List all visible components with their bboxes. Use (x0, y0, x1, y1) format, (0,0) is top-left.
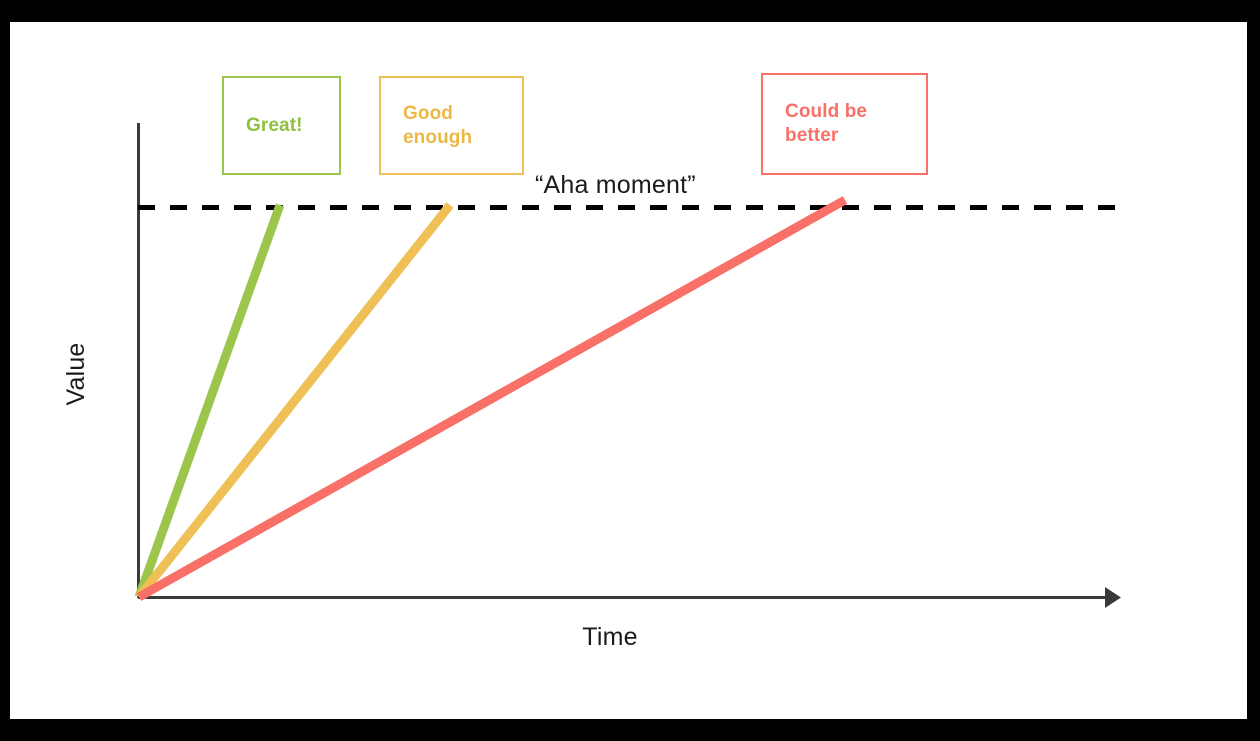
y-axis-title: Value (62, 342, 90, 406)
x-axis-title: Time (582, 623, 638, 651)
series-line-great (134, 203, 285, 599)
callout-box-could-be-better: Could be better (761, 73, 928, 175)
chart-plot-area (134, 123, 1128, 608)
series-line-could-be-better (136, 196, 848, 601)
callout-box-good-enough: Good enough (379, 76, 524, 175)
callout-box-great: Great! (222, 76, 341, 175)
series-line-good-enough (135, 202, 454, 600)
x-axis-arrow-icon (1105, 587, 1121, 608)
chart-canvas: Value Time “Aha moment” Great! Good enou… (10, 22, 1247, 719)
callout-label-could-be-better: Could be better (785, 101, 868, 146)
callout-label-great: Great! (246, 114, 303, 136)
callout-label-good-enough: Good enough (403, 102, 473, 148)
aha-moment-label: “Aha moment” (535, 171, 696, 199)
